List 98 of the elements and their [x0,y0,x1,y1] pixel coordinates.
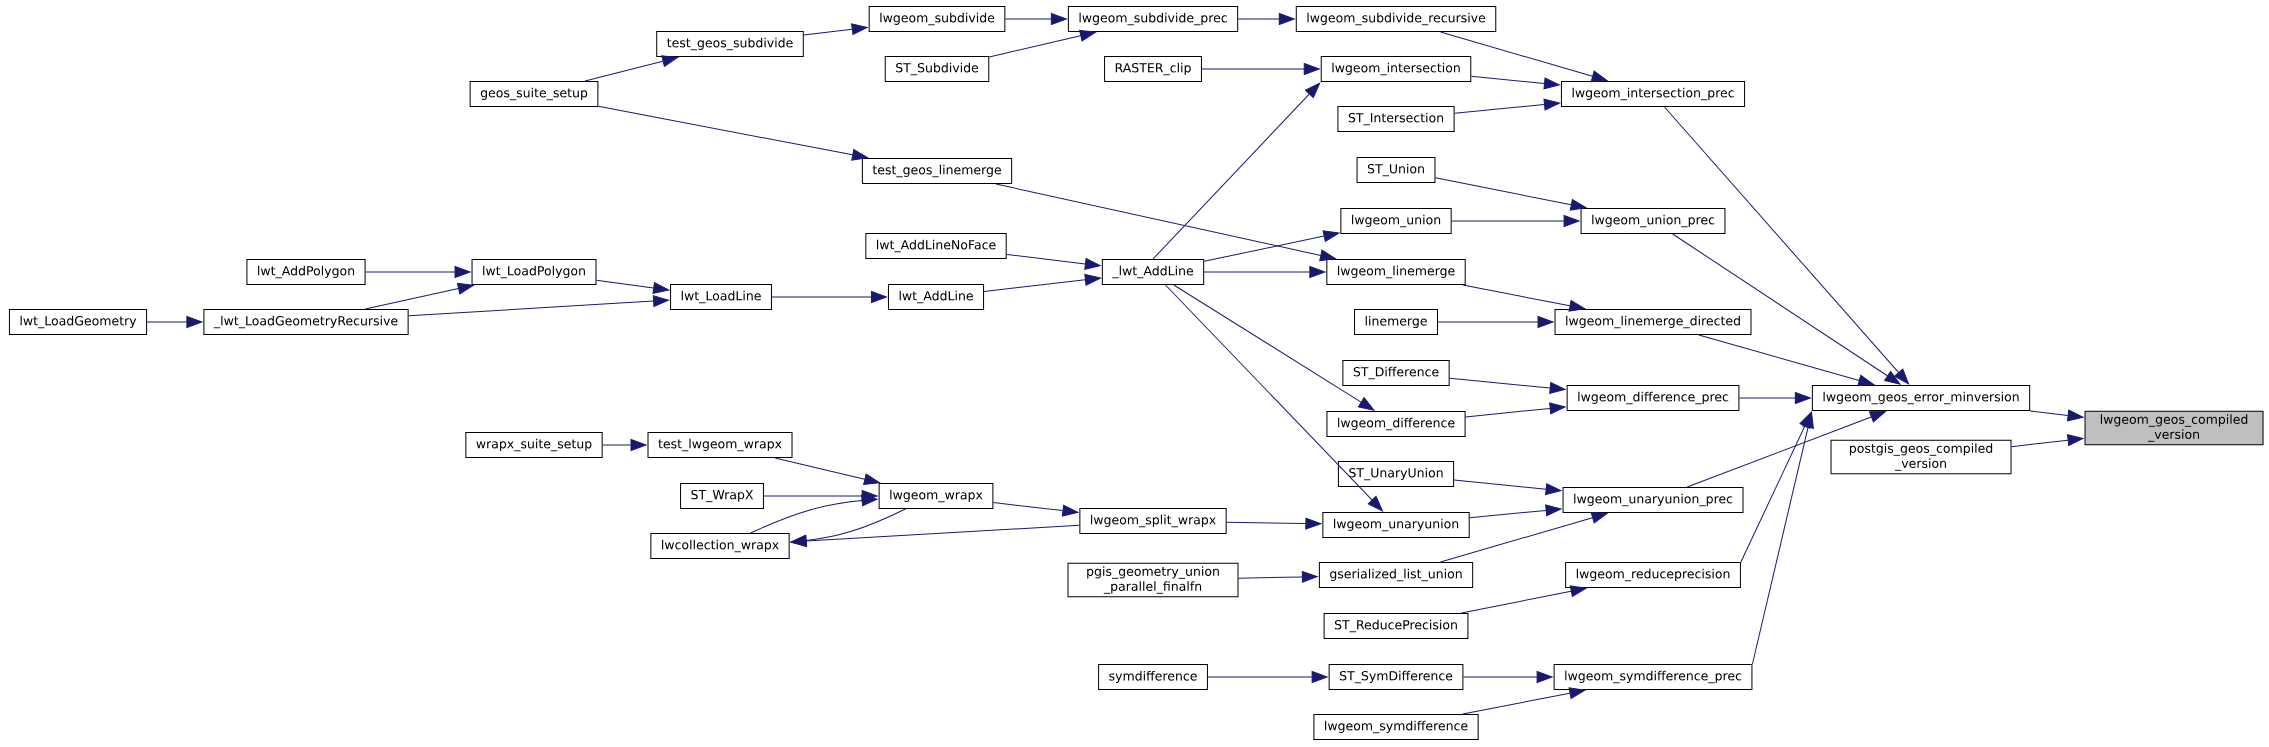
arrow [1469,504,1562,519]
arrow [1453,479,1562,496]
function-box: lwgeom_intersection_prec [1560,81,1746,107]
function-box: lwgeom_difference_prec [1566,385,1740,411]
arrow [995,183,1337,262]
function-box: lwgeom_wrapx [878,483,994,509]
function-box: lwgeom_subdivide_recursive [1295,6,1497,32]
function-box: ST_Union [1356,157,1436,183]
function-box: RASTER_clip [1104,56,1202,82]
arrow [146,316,203,328]
arrow [1451,215,1580,227]
arrow [1238,571,1318,583]
arrow [1465,402,1566,418]
function-box: lwgeom_subdivide_prec [1067,6,1239,32]
arrow [1698,334,1875,387]
function-box: lwt_LoadGeometry [8,309,148,335]
arrow [1004,13,1067,25]
arrow [1237,13,1295,25]
highlighted-function-box: lwgeom_geos_compiled _version [2084,410,2264,446]
function-box: _lwt_LoadGeometryRecursive [203,309,409,335]
function-box: ST_Intersection [1337,106,1455,132]
function-box: lwgeom_geos_error_minversion [1811,385,2031,411]
arrow [1462,284,1586,312]
function-box: ST_WrapX [680,483,764,509]
arrow [1203,230,1340,262]
function-box: lwt_AddPolygon [246,259,366,285]
arrow [596,279,670,294]
arrow [1165,284,1383,512]
function-box: lwgeom_difference [1326,411,1466,437]
arrow [365,266,471,278]
arrow [1006,253,1101,270]
function-box: lwgeom_symdifference [1313,714,1479,740]
arrow [803,23,868,36]
function-box: postgis_geos_compiled _version [1830,439,2012,475]
arrow [1672,233,1901,385]
function-box: lwcollection_wrapx [650,533,790,559]
arrow [1686,411,1886,488]
function-box: lwgeom_reduceprecision [1565,562,1741,588]
function-box: gserialized_list_union [1318,562,1474,588]
arrow [1435,177,1587,211]
arrow [1462,687,1586,715]
arrow [1207,671,1328,683]
function-box: lwgeom_union [1340,208,1452,234]
arrow [992,502,1079,517]
function-box: lwt_AddLine [887,284,985,310]
function-box: lwgeom_subdivide [868,6,1006,32]
arrow [1201,63,1320,75]
function-box: lwgeom_symdifference_prec [1553,664,1753,690]
arrow [597,105,868,161]
function-box: test_geos_linemerge [861,158,1013,184]
function-box: lwgeom_split_wrapx [1079,508,1227,534]
arrow [1173,284,1375,411]
function-box: lwgeom_union_prec [1580,208,1726,234]
function-box: lwgeom_unaryunion [1322,512,1470,538]
function-box: ST_Subdivide [884,56,990,82]
arrow [1454,98,1560,114]
arrow [364,282,474,310]
function-box: _lwt_AddLine [1101,259,1205,285]
arrow [1226,517,1322,530]
arrow [1152,82,1321,260]
arrow [1437,316,1554,328]
arrow [1449,377,1566,394]
arrow [1462,671,1553,683]
function-box: lwt_LoadPolygon [471,259,597,285]
function-box: lwgeom_unaryunion_prec [1562,487,1744,513]
function-box: ST_SymDifference [1328,664,1464,690]
arrow [584,55,679,82]
arrow [1203,266,1326,278]
arrow [1461,585,1587,614]
function-box: lwgeom_linemerge [1326,259,1466,285]
function-box: symdifference [1098,664,1208,690]
arrow [771,291,887,303]
function-box: pgis_geometry_union _parallel_finalfn [1067,562,1239,598]
arrow [2011,434,2084,448]
function-box: lwgeom_intersection [1320,56,1472,82]
arrow [1751,411,1814,665]
arrow [602,439,647,451]
arrow [750,494,878,534]
function-box: test_geos_subdivide [656,31,804,57]
function-box: ST_ReducePrecision [1323,613,1469,639]
function-box: ST_UnaryUnion [1337,461,1455,487]
arrow [790,524,1080,547]
arrow [774,457,880,485]
function-box: wrapx_suite_setup [465,432,603,458]
arrow [2029,409,2084,422]
arrow [1470,75,1560,90]
arrow [1738,392,1811,404]
function-box: lwt_LoadLine [670,284,772,310]
function-box: ST_Difference [1342,360,1450,386]
arrow [983,273,1101,292]
function-box: lwt_AddLineNoFace [865,233,1007,259]
function-box: linemerge [1354,309,1438,335]
function-box: test_lwgeom_wrapx [647,432,793,458]
function-box: geos_suite_setup [469,81,599,107]
arrow [408,295,670,317]
arrow [1663,106,1910,385]
arrow [988,29,1096,58]
function-box: lwgeom_linemerge_directed [1554,309,1752,335]
